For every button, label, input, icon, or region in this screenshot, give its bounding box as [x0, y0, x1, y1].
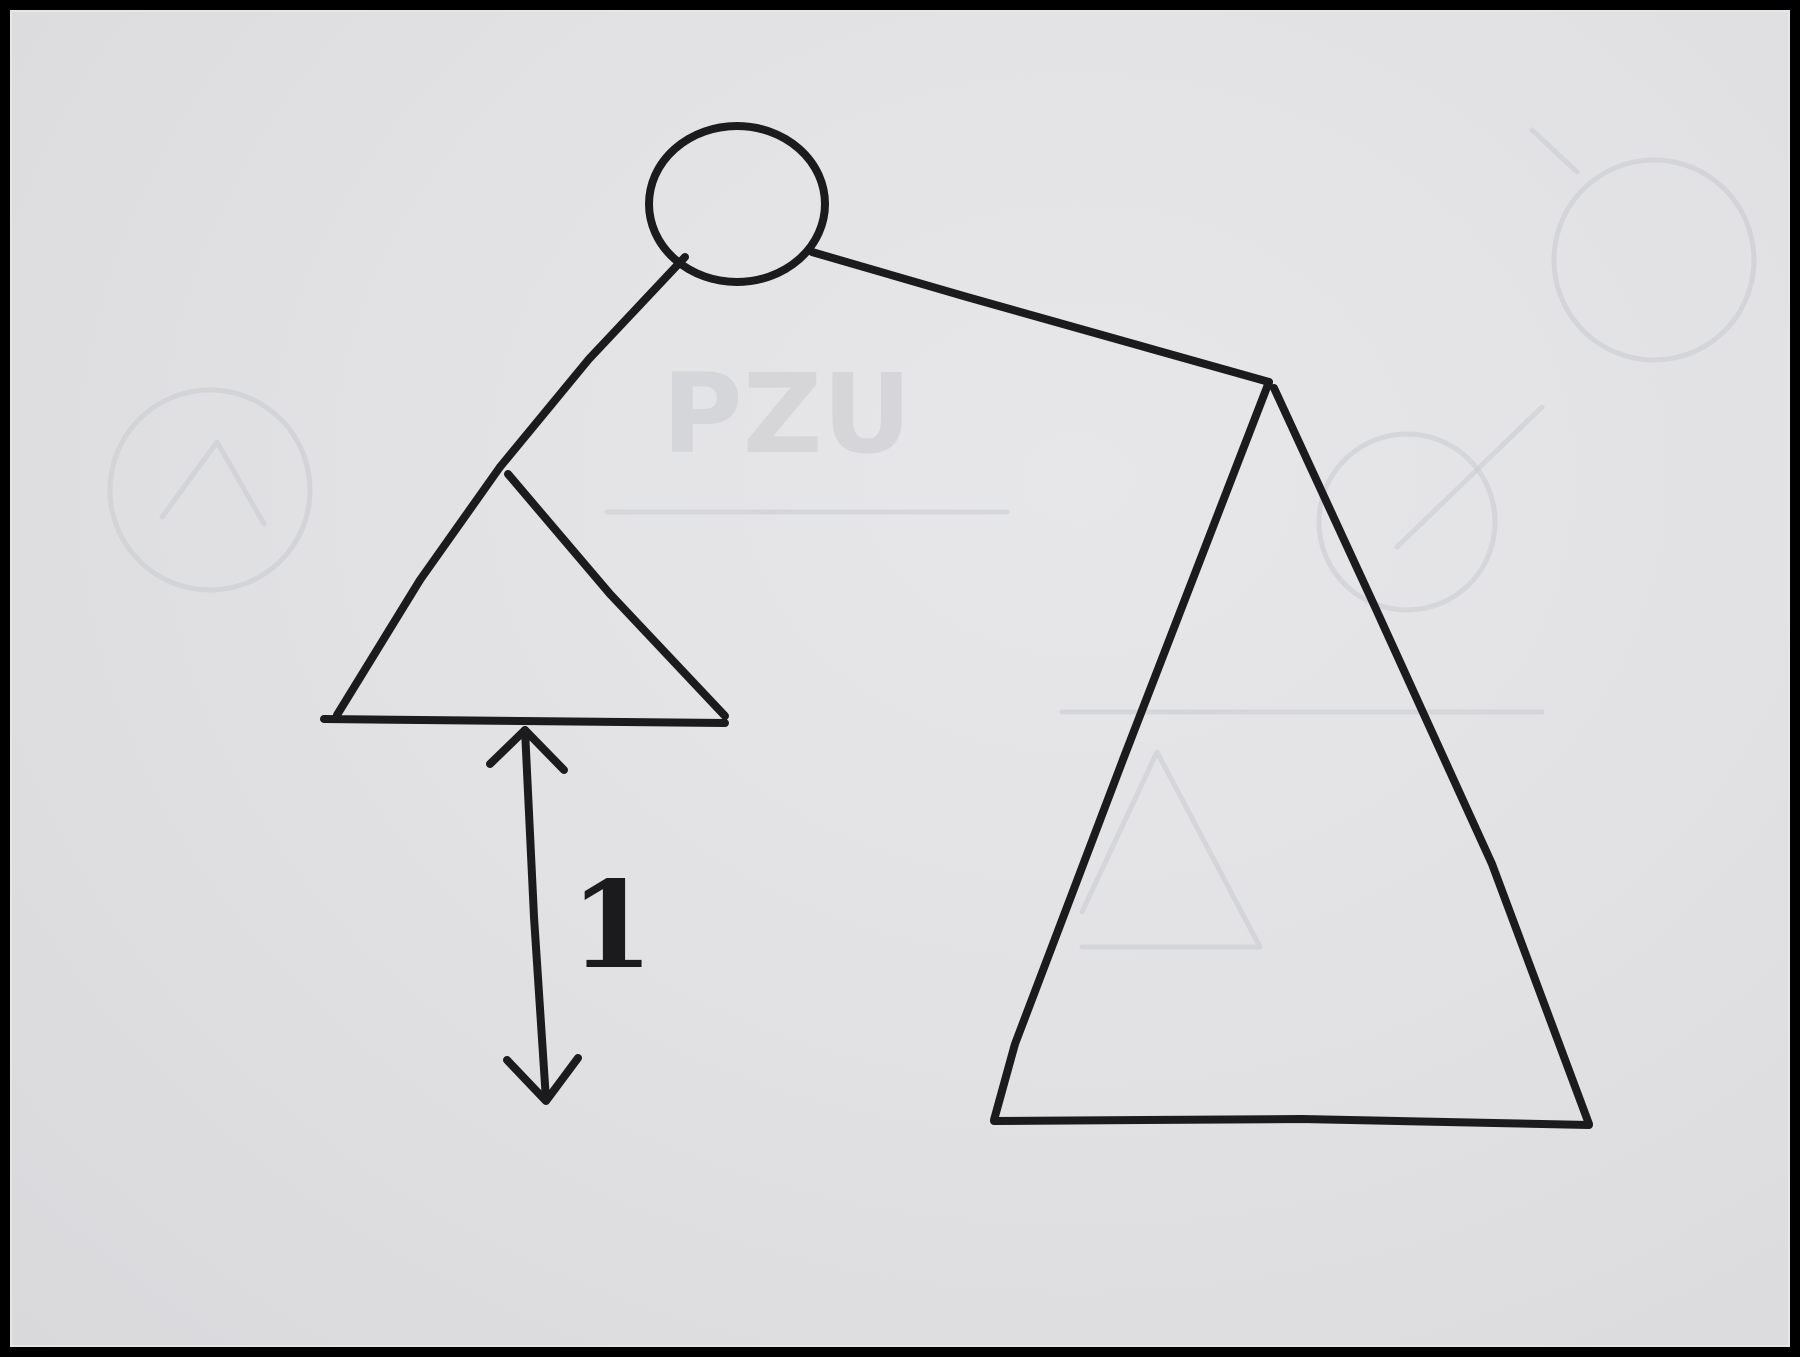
tree-diagram: PZU 1 [107, 122, 1757, 1129]
height-difference-label: 1 [570, 855, 654, 996]
arrow-head-up [486, 726, 568, 774]
root-node-circle [645, 122, 829, 286]
right-subtree-triangle [990, 378, 1593, 1129]
show-through-marks: PZU [107, 127, 1757, 950]
edge-root-to-left-subtree [496, 253, 689, 471]
paper-background: PZU 1 [10, 10, 1790, 1347]
edge-root-to-right-subtree [808, 248, 1273, 386]
show-through-lettering: PZU [662, 350, 912, 478]
height-difference-arrow [486, 726, 582, 1105]
arrow-shaft [521, 726, 550, 1104]
left-subtree-triangle [320, 463, 729, 727]
arrow-head-down [503, 1054, 582, 1105]
